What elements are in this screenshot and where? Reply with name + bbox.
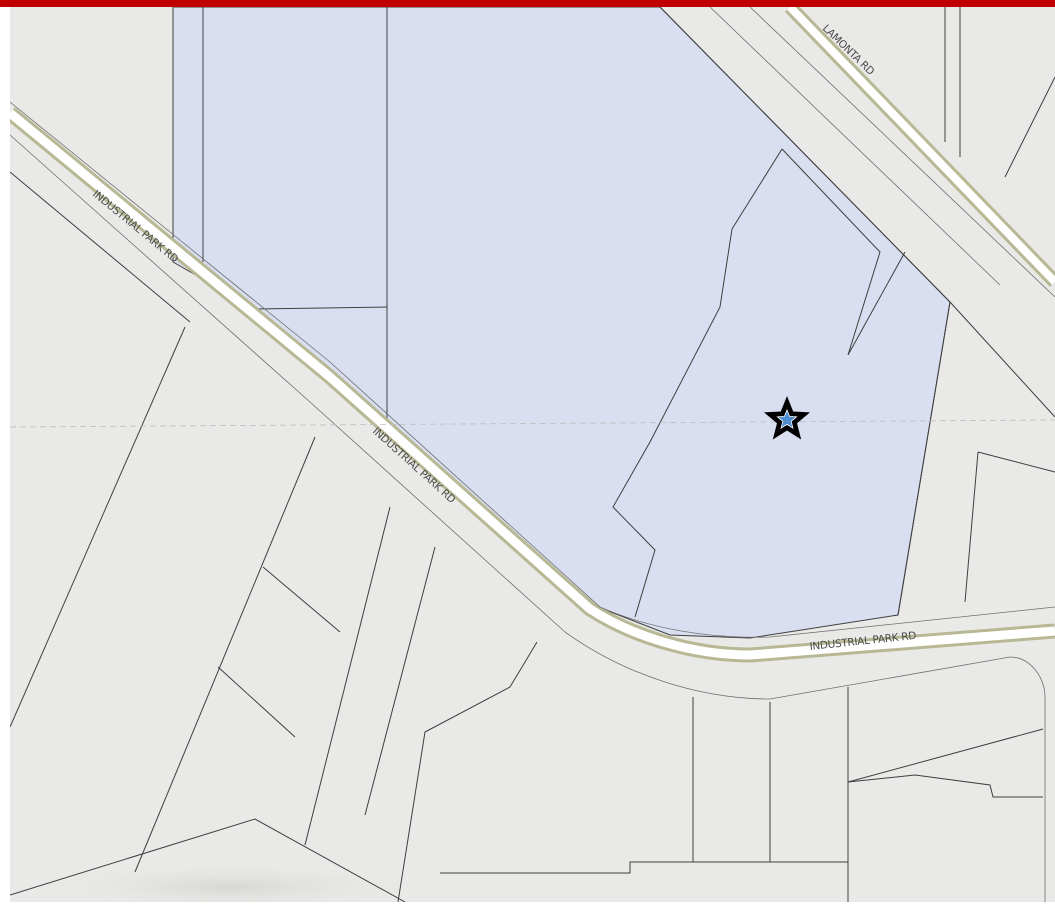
star-icon[interactable] bbox=[764, 396, 810, 440]
hillshade bbox=[30, 862, 430, 907]
lamonta-rd[interactable] bbox=[709, 2, 1055, 298]
map-canvas[interactable]: INDUSTRIAL PARK RD INDUSTRIAL PARK RD IN… bbox=[5, 2, 1055, 907]
map-svg: INDUSTRIAL PARK RD INDUSTRIAL PARK RD IN… bbox=[5, 2, 1055, 907]
section-line bbox=[9, 419, 1055, 428]
industrial-park-rd[interactable] bbox=[5, 101, 1055, 902]
parcel-boundaries bbox=[9, 6, 1055, 903]
top-red-bar bbox=[0, 0, 1055, 7]
